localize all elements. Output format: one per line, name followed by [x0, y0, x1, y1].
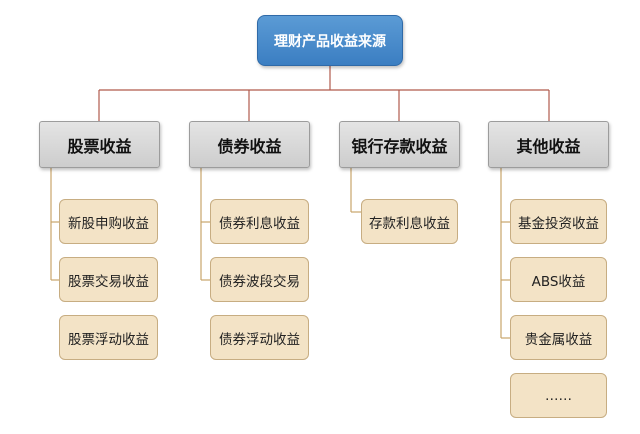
category-other: 其他收益: [488, 121, 609, 168]
category-bank-deposit: 银行存款收益: [339, 121, 460, 168]
root-node: 理财产品收益来源: [257, 15, 403, 66]
leaf-stock-floating: 股票浮动收益: [59, 315, 158, 360]
leaf-bond-swing-trading: 债券波段交易: [210, 257, 309, 302]
leaf-stock-trading: 股票交易收益: [59, 257, 158, 302]
leaf-precious-metals: 贵金属收益: [510, 315, 607, 360]
category-stock: 股票收益: [39, 121, 160, 168]
leaf-abs: ABS收益: [510, 257, 607, 302]
leaf-more-ellipsis: ……: [510, 373, 607, 418]
leaf-fund-investment: 基金投资收益: [510, 199, 607, 244]
leaf-bond-floating: 债券浮动收益: [210, 315, 309, 360]
leaf-bond-interest: 债券利息收益: [210, 199, 309, 244]
category-bond: 债券收益: [189, 121, 310, 168]
leaf-ipo-subscription: 新股申购收益: [59, 199, 158, 244]
leaf-deposit-interest: 存款利息收益: [361, 199, 458, 244]
